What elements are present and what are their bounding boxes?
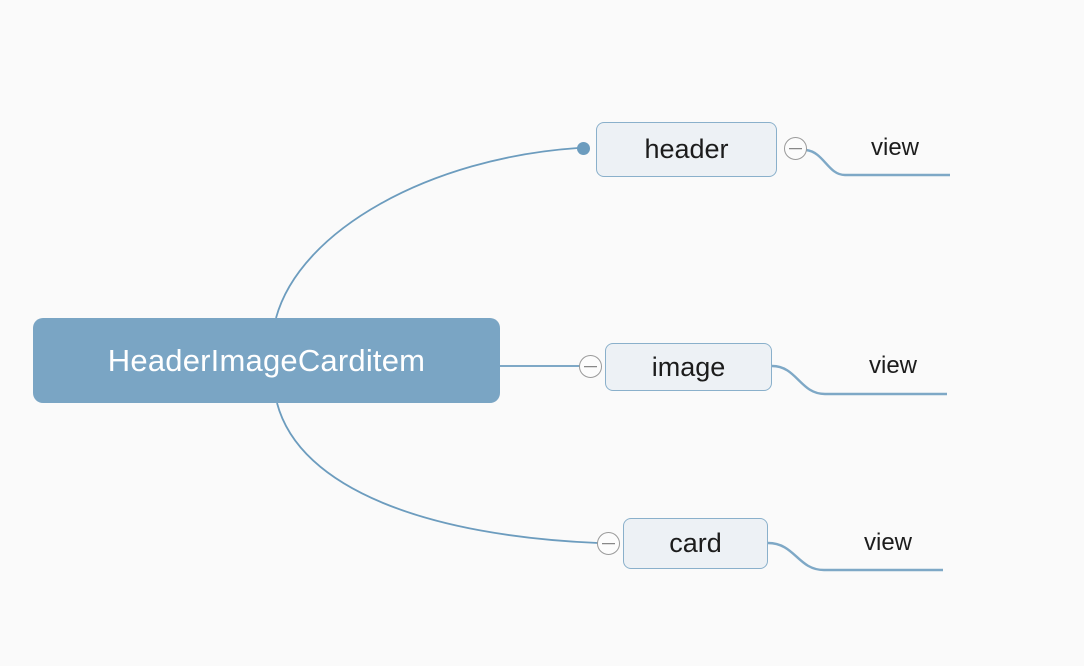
minus-circle-icon[interactable] — [597, 532, 620, 555]
connector-header-to-view — [805, 148, 950, 177]
leaf-node-image-view[interactable]: view — [869, 352, 918, 379]
root-node[interactable]: HeaderImageCarditem — [33, 318, 500, 403]
connector-root-to-header — [275, 147, 579, 319]
leaf-node-card-view[interactable]: view — [864, 529, 913, 556]
connector-image-to-view — [771, 364, 947, 396]
connector-card-to-view — [767, 541, 943, 572]
node-card[interactable]: card — [623, 518, 768, 569]
minus-circle-icon[interactable] — [784, 137, 807, 160]
leaf-node-header-view[interactable]: view — [871, 134, 920, 161]
minus-circle-icon[interactable] — [579, 355, 602, 378]
node-image[interactable]: image — [605, 343, 772, 391]
branch-dot-header — [577, 142, 590, 155]
connector-root-to-card — [276, 402, 599, 544]
node-header[interactable]: header — [596, 122, 777, 177]
